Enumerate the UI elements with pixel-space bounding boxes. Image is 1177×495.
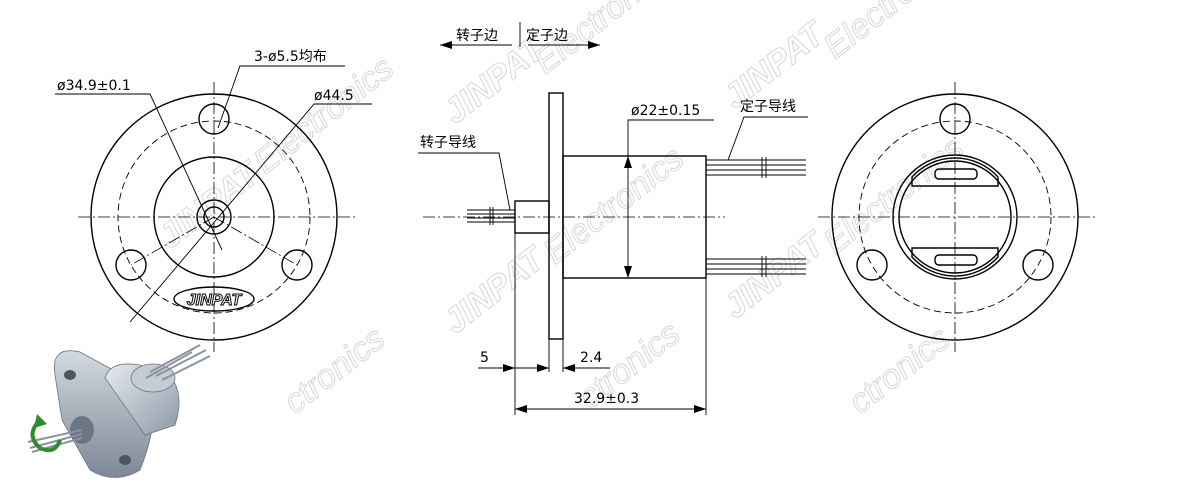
watermark-brand-4: JINPAT <box>717 223 834 326</box>
iso-body-end <box>130 363 176 393</box>
logo-ellipse <box>173 286 255 312</box>
flange-side <box>548 92 564 340</box>
centerline-right-hole <box>213 216 298 266</box>
iso-hole-2 <box>119 455 131 465</box>
rotor-shaft <box>514 200 550 234</box>
iso-hole-1 <box>64 370 76 380</box>
front-view: ø34.9±0.1 ø44.5 3-ø5.5均布 JINPAT <box>55 49 372 352</box>
rotor-wire-leader <box>418 152 511 211</box>
rotor-wires <box>467 207 515 225</box>
leader-od <box>129 103 372 323</box>
stator-side-label: 定子边 <box>526 28 568 44</box>
watermark-short-3: ctronics <box>842 319 958 421</box>
mounting-hole-right <box>281 249 313 281</box>
dim-5-label: 5 <box>480 350 489 366</box>
leader-pcd <box>55 93 223 251</box>
watermark-brand-2: JINPAT <box>437 238 554 341</box>
od-label: ø44.5 <box>314 88 354 104</box>
rear-hole-left <box>856 249 888 281</box>
stator-wire-leader <box>727 116 808 161</box>
iso-rotation-arrowhead <box>34 414 47 428</box>
leader-holes <box>217 65 345 129</box>
watermark-suffix-2: Electronics <box>537 139 691 271</box>
rear-top-slot <box>934 168 978 180</box>
watermark-short-1: ctronics <box>277 319 393 421</box>
rear-view <box>818 82 1095 352</box>
stator-wire-label: 定子导线 <box>740 99 796 115</box>
mounting-hole-left <box>115 249 147 281</box>
stator-arrow-head <box>588 41 600 49</box>
centerline-left-hole <box>130 216 215 266</box>
stator-wires-lower <box>706 256 806 277</box>
isometric-render <box>27 344 211 478</box>
logo-text: JINPAT <box>187 292 243 309</box>
iso-stator-wires <box>145 344 211 381</box>
side-view: ø22±0.15 定子导线 转子导线 5 2.4 32.9±0.3 <box>418 92 808 415</box>
rear-bottom-segment <box>911 247 999 277</box>
body-diameter-label: ø22±0.15 <box>631 103 700 119</box>
rear-top-segment <box>911 157 999 187</box>
stator-body <box>562 155 707 279</box>
watermark-brand-1: JINPAT <box>152 153 269 256</box>
rotor-arrow-head <box>440 41 452 49</box>
pcd-label: ø34.9±0.1 <box>57 78 131 94</box>
rear-hole-right <box>1022 249 1054 281</box>
iso-rotation-arrow <box>30 418 62 453</box>
direction-labels: 转子边 定子边 <box>440 22 600 49</box>
body-dia-leader <box>627 119 714 156</box>
hole-note: 3-ø5.5均布 <box>254 49 327 65</box>
watermark-suffix-5: Electronics <box>817 0 971 66</box>
rear-bottom-slot <box>934 254 978 266</box>
stator-wires-upper <box>706 157 806 178</box>
rotor-wire-label: 转子导线 <box>420 135 476 151</box>
rotor-side-label: 转子边 <box>456 28 498 44</box>
dim-2-4-label: 2.4 <box>580 350 602 366</box>
watermark-suffix-4: Electronics <box>817 129 971 261</box>
overall-length-label: 32.9±0.3 <box>574 391 639 407</box>
